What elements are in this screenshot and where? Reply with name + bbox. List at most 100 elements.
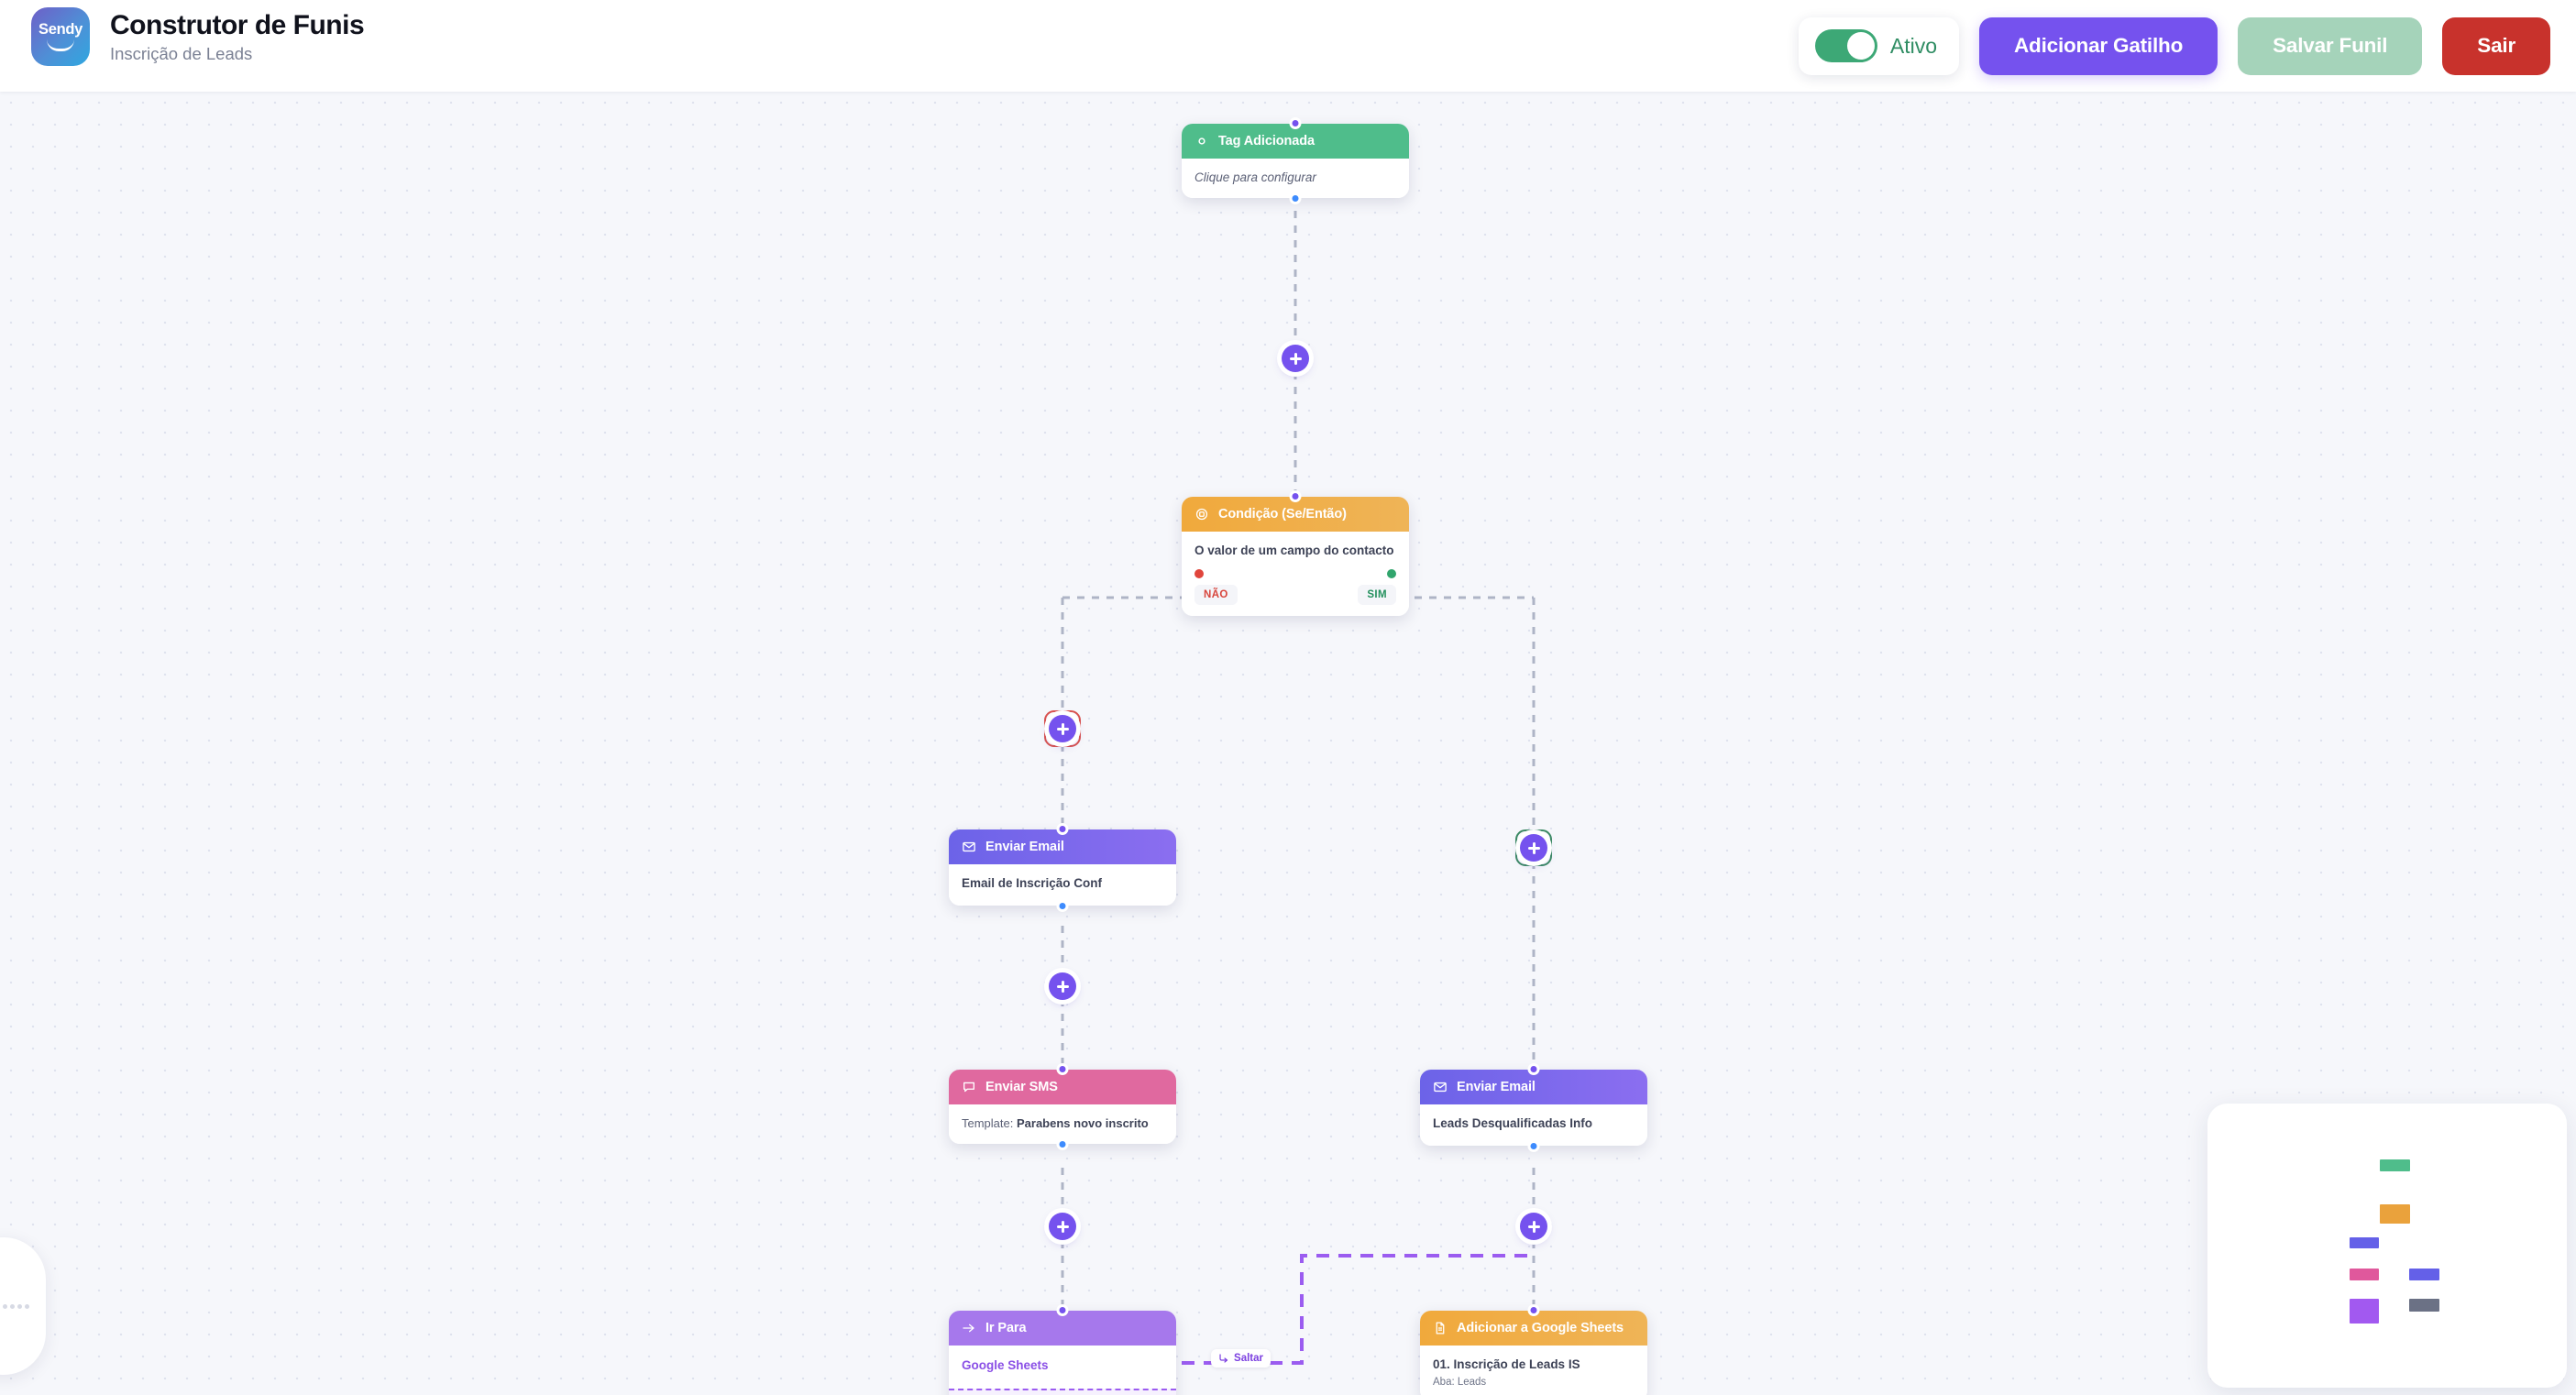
add-step-button-sms-to-goto[interactable] (1049, 1213, 1076, 1240)
add-step-button-trigger-to-condition[interactable] (1282, 345, 1309, 372)
node-title: Enviar Email (1457, 1080, 1536, 1094)
minimap-block-send-sms (2350, 1269, 2379, 1280)
condition-target-icon (1195, 508, 1208, 521)
node-output-port[interactable] (1056, 899, 1069, 912)
condition-description: O valor de um campo do contacto (1194, 544, 1394, 557)
drag-grip-icon[interactable] (3, 1303, 29, 1309)
node-add-to-google-sheets[interactable]: Adicionar a Google Sheets 01. Inscrição … (1420, 1304, 1647, 1395)
node-header: Tag Adicionada (1182, 124, 1409, 159)
node-send-sms[interactable]: Enviar SMS Template: Parabens novo inscr… (949, 1063, 1176, 1150)
node-body[interactable]: Email de Inscrição Conf (949, 864, 1176, 906)
add-step-button-right-email-to-sheets[interactable] (1520, 1213, 1547, 1240)
minimap-panel[interactable] (2207, 1104, 2567, 1388)
node-config-hint: Clique para configurar (1194, 170, 1316, 184)
add-step-button-email-to-sms[interactable] (1049, 972, 1076, 1000)
node-body[interactable]: O valor de um campo do contacto NÃO SIM (1182, 532, 1409, 616)
branch-label-no: NÃO (1194, 584, 1238, 605)
branch-port-yes[interactable] (1387, 568, 1396, 578)
minimap-block-condition-if-then (2380, 1204, 2410, 1224)
paper-plane-icon (963, 1324, 974, 1333)
node-title: Enviar Email (985, 840, 1064, 854)
chat-bubble-icon (963, 1082, 974, 1093)
add-trigger-button[interactable]: Adicionar Gatilho (1979, 16, 2218, 75)
node-body[interactable]: 01. Inscrição de Leads IS Aba: Leads (1420, 1346, 1647, 1395)
node-header: Ir Para (949, 1311, 1176, 1346)
node-title: Tag Adicionada (1218, 134, 1315, 148)
add-step-button-yes-branch[interactable] (1515, 829, 1552, 866)
collapsed-side-panel[interactable] (0, 1237, 46, 1375)
node-send-email-confirm[interactable]: Enviar Email Email de Inscrição Conf (949, 823, 1176, 912)
minimap-block-send-email-disqualified (2409, 1269, 2439, 1280)
branch-label-yes: SIM (1358, 584, 1396, 605)
sms-template-line: Template: Parabens novo inscrito (962, 1116, 1163, 1130)
brand-block: Sendy Construtor de Funis Inscrição de L… (31, 7, 365, 66)
node-input-port[interactable] (1527, 1063, 1540, 1075)
tag-circle-icon (1198, 137, 1205, 145)
node-title: Condição (Se/Então) (1218, 507, 1347, 522)
node-body[interactable]: Google Sheets (949, 1346, 1176, 1389)
email-template-name: Email de Inscrição Conf (962, 876, 1103, 890)
arrow-turn-icon (1219, 1354, 1228, 1363)
node-title: Ir Para (985, 1321, 1027, 1335)
toggle-label: Ativo (1889, 33, 1937, 58)
minimap-block-add-to-google-sheets (2409, 1299, 2439, 1312)
envelope-icon (1434, 1082, 1447, 1093)
app-header: Sendy Construtor de Funis Inscrição de L… (0, 0, 2576, 92)
sms-template-prefix: Template: (962, 1116, 1017, 1130)
sms-template-name: Parabens novo inscrito (1016, 1116, 1149, 1130)
email-template-name: Leads Desqualificadas Info (1433, 1116, 1593, 1130)
sheet-tab-name: Aba: Leads (1433, 1376, 1487, 1388)
node-output-port[interactable] (1527, 1139, 1540, 1152)
node-header: Enviar Email (949, 829, 1176, 864)
node-goto-google-sheets[interactable]: Ir Para Google Sheets ARRASTE PARA O DES… (949, 1304, 1176, 1395)
node-body[interactable]: Leads Desqualificadas Info (1420, 1104, 1647, 1146)
node-input-port[interactable] (1289, 117, 1302, 129)
node-input-port[interactable] (1527, 1304, 1540, 1316)
node-header: Enviar Email (1420, 1070, 1647, 1104)
plus-icon[interactable] (1049, 715, 1076, 742)
branch-labels: NÃO SIM (1194, 584, 1396, 605)
node-condition-if-then[interactable]: Condição (Se/Então) O valor de um campo … (1182, 490, 1409, 616)
document-icon (1436, 1322, 1445, 1335)
minimap-block-goto-google-sheets (2350, 1299, 2379, 1324)
node-send-email-disqualified[interactable]: Enviar Email Leads Desqualificadas Info (1420, 1063, 1647, 1152)
goto-target-name: Google Sheets (962, 1358, 1049, 1372)
node-title: Enviar SMS (985, 1080, 1058, 1094)
branch-ports (1194, 568, 1396, 578)
node-input-port[interactable] (1056, 1063, 1069, 1075)
page-title: Construtor de Funis (110, 9, 365, 40)
sendy-smile-logo: Sendy (31, 7, 90, 66)
node-header: Enviar SMS (949, 1070, 1176, 1104)
save-funnel-button[interactable]: Salvar Funil (2238, 16, 2423, 75)
node-header: Condição (Se/Então) (1182, 497, 1409, 532)
active-toggle[interactable]: Ativo (1798, 16, 1959, 75)
node-title: Adicionar a Google Sheets (1457, 1321, 1624, 1335)
title-block: Construtor de Funis Inscrição de Leads (110, 9, 365, 63)
add-step-button-no-branch[interactable] (1044, 710, 1081, 747)
minimap-block-trigger-tag-added (2380, 1159, 2410, 1171)
skip-label-text: Saltar (1234, 1353, 1263, 1364)
node-output-port[interactable] (1056, 1138, 1069, 1150)
sheet-document-name: 01. Inscrição de Leads IS (1433, 1357, 1580, 1371)
node-trigger-tag-added[interactable]: Tag Adicionada Clique para configurar (1182, 117, 1409, 204)
node-input-port[interactable] (1056, 1304, 1069, 1316)
logo-smile-icon (47, 39, 74, 51)
plus-icon[interactable] (1520, 834, 1547, 862)
node-header: Adicionar a Google Sheets (1420, 1311, 1647, 1346)
skip-edge-label: Saltar (1211, 1349, 1271, 1368)
node-body[interactable]: Clique para configurar (1182, 159, 1409, 198)
branch-port-no[interactable] (1194, 568, 1204, 578)
toggle-switch[interactable] (1814, 29, 1877, 62)
funnel-canvas[interactable]: Saltar Tag Adicionada Clique para config… (0, 92, 2576, 1395)
node-input-port[interactable] (1056, 823, 1069, 835)
page-subtitle: Inscrição de Leads (110, 43, 253, 63)
node-body[interactable]: Template: Parabens novo inscrito (949, 1104, 1176, 1144)
exit-button[interactable]: Sair (2442, 16, 2550, 75)
minimap-block-send-email-confirm (2350, 1237, 2379, 1248)
node-output-port[interactable] (1289, 192, 1302, 204)
goto-dropzone[interactable]: ARRASTE PARA O DESTINO (949, 1388, 1176, 1395)
logo-wordmark: Sendy (38, 21, 83, 38)
node-input-port[interactable] (1289, 490, 1302, 502)
edge-layer (1061, 167, 1536, 1365)
envelope-icon (963, 841, 975, 852)
